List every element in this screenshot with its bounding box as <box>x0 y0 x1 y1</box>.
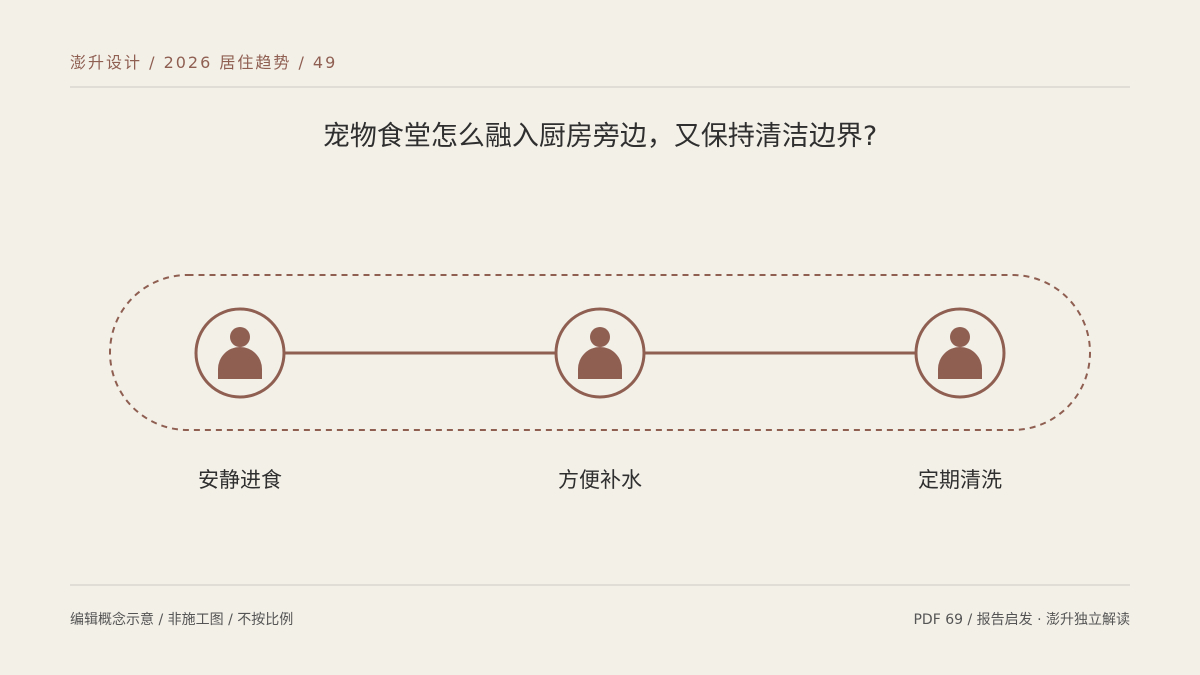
node-label-3: 定期清洗 <box>918 468 1002 492</box>
dashed-boundary <box>109 274 1091 431</box>
node-3 <box>914 307 1006 399</box>
person-icon <box>938 327 982 379</box>
person-icon <box>578 327 622 379</box>
footer-note: 编辑概念示意 / 非施工图 / 不按比例 <box>70 612 294 628</box>
node-1 <box>194 307 286 399</box>
footer-divider <box>70 584 1130 586</box>
header-divider <box>70 86 1130 88</box>
footer-source: PDF 69 / 报告启发 · 澎升独立解读 <box>913 612 1130 628</box>
node-label-1: 安静进食 <box>198 468 282 492</box>
breadcrumb: 澎升设计 / 2026 居住趋势 / 49 <box>70 53 338 72</box>
node-2 <box>554 307 646 399</box>
page-title: 宠物食堂怎么融入厨房旁边，又保持清洁边界? <box>322 121 878 152</box>
node-label-2: 方便补水 <box>558 468 642 492</box>
person-icon <box>218 327 262 379</box>
